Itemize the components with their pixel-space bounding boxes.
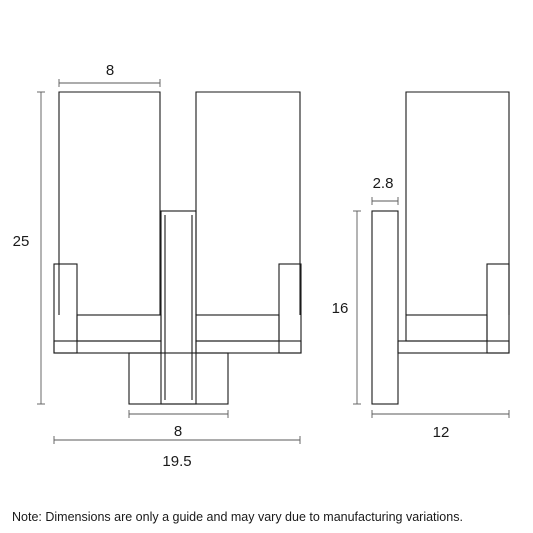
right-shade bbox=[195, 91, 301, 315]
dim-overall-height: 25 bbox=[13, 91, 45, 405]
dim-label-backplate-width: 8 bbox=[174, 423, 182, 440]
side-view bbox=[371, 91, 510, 405]
left-arm bbox=[53, 263, 162, 354]
dim-backplate-height: 16 bbox=[332, 210, 361, 405]
backplate bbox=[160, 210, 197, 405]
side-backplate bbox=[371, 210, 399, 405]
side-shade bbox=[405, 91, 510, 315]
dim-overall-width: 19.5 bbox=[53, 436, 301, 470]
mount-base bbox=[128, 352, 229, 405]
front-view bbox=[53, 91, 302, 405]
disclaimer-note: Note: Dimensions are only a guide and ma… bbox=[12, 510, 463, 524]
dim-overall-depth: 12 bbox=[371, 410, 510, 441]
left-shade bbox=[58, 91, 161, 315]
dim-label-backplate-height: 16 bbox=[332, 300, 349, 317]
right-arm bbox=[195, 263, 302, 354]
dim-backplate-depth: 2.8 bbox=[371, 175, 399, 205]
dim-backplate-width: 8 bbox=[128, 410, 229, 440]
dim-shade-width: 8 bbox=[58, 62, 161, 87]
dim-label-shade-width: 8 bbox=[106, 62, 114, 79]
dim-label-overall-width: 19.5 bbox=[162, 453, 191, 470]
dim-label-backplate-depth: 2.8 bbox=[373, 175, 394, 192]
dim-label-overall-height: 25 bbox=[13, 233, 30, 250]
dim-label-overall-depth: 12 bbox=[433, 424, 450, 441]
